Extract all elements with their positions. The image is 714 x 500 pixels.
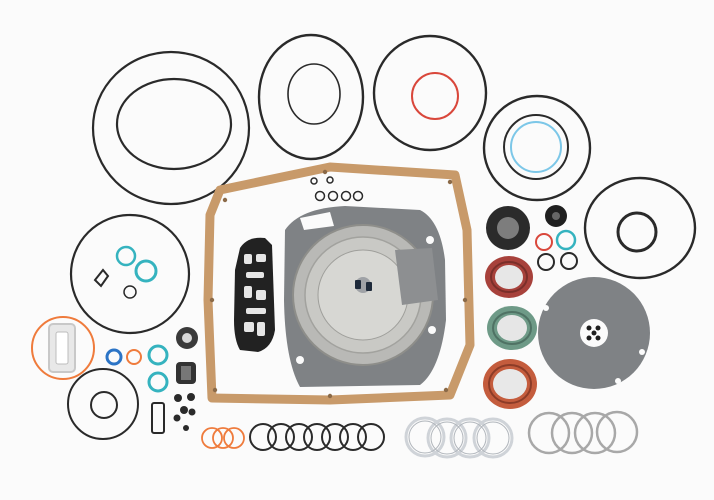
o-ring-left-middle xyxy=(69,213,191,335)
clear-sealing-rings-bottom xyxy=(404,416,514,459)
metal-clad-seal-orange xyxy=(483,359,537,409)
o-ring-set-right-upper xyxy=(482,94,592,202)
sealing-ring-shadows xyxy=(408,420,510,455)
metal-clad-seal-red xyxy=(485,256,533,298)
small-o-rings-right xyxy=(535,229,578,271)
oval-o-ring-with-red-ring xyxy=(372,34,488,152)
metal-clad-seal-green xyxy=(487,306,537,350)
small-o-rings-row xyxy=(310,176,364,202)
steel-pump-seal-plate xyxy=(292,224,438,366)
rubber-lip-seals-top-right xyxy=(486,205,567,250)
cork-pan-gasket xyxy=(203,162,475,405)
small-colored-rings xyxy=(105,344,169,393)
gray-round-gasket xyxy=(538,277,650,389)
o-ring-set-right-middle xyxy=(583,176,697,280)
orange-ring-group-bottom xyxy=(201,427,245,449)
large-o-ring-pair-left xyxy=(91,50,251,206)
oval-o-ring-pair-center xyxy=(257,33,365,161)
double-o-ring-left-bottom xyxy=(67,368,139,440)
rubber-seals-small xyxy=(151,327,198,434)
black-ring-row-bottom xyxy=(249,423,385,451)
valve-body-gasket xyxy=(234,237,275,352)
steel-sealing-rings-bottom xyxy=(527,410,639,455)
orange-o-ring-with-filter xyxy=(31,316,95,380)
